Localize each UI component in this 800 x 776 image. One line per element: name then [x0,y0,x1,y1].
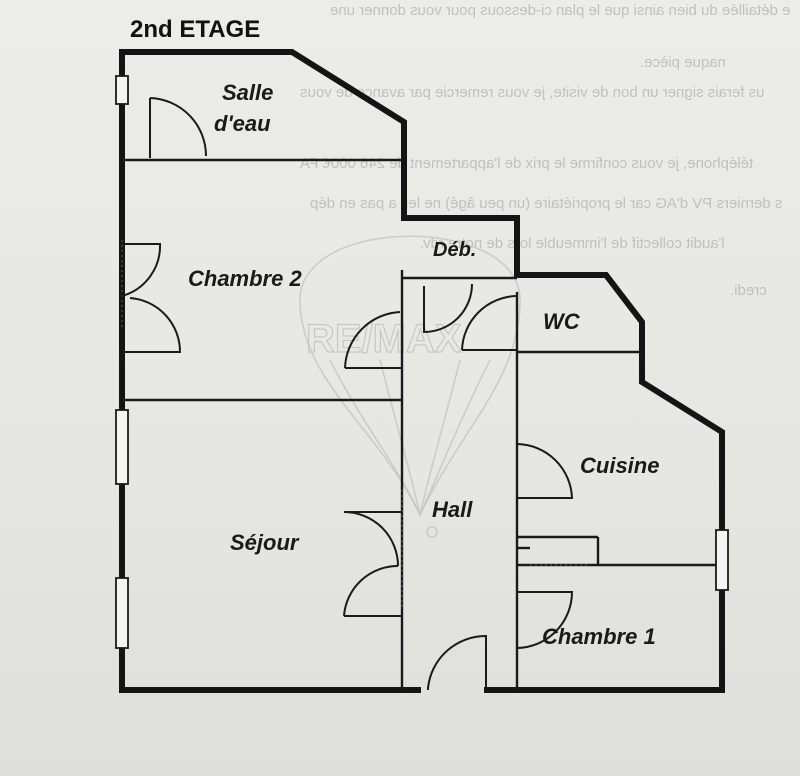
door-swing [121,243,162,297]
window [115,409,129,485]
door-swing [461,295,517,351]
window [115,75,129,105]
room-label-salle-deau: d'eau [214,111,271,136]
door-swing [122,297,182,353]
interior-partitions [121,158,722,690]
door-swing [423,283,473,334]
room-label-hall: Hall [432,497,473,522]
room-label-chambre-2: Chambre 2 [188,266,302,291]
plan-title: 2nd ETAGE [130,16,260,43]
door-swing [149,97,207,158]
watermark-text: RE/MAX [306,317,462,361]
room-label-chambre-1: Chambre 1 [542,624,656,649]
door-swing [516,591,574,649]
room-label-salle-deau: Salle [222,80,273,105]
door-swing [516,443,574,499]
room-label-sejour: Séjour [230,530,300,555]
door-swing [343,564,402,617]
room-label-cuisine: Cuisine [580,453,659,478]
room-labels: Salle d'eau Chambre 2 Déb. WC Cuisine Sé… [188,80,659,649]
room-label-deb: Déb. [433,239,476,261]
window [115,577,129,649]
door-swing [344,311,402,369]
exterior-walls [119,49,725,693]
door-swing [427,634,487,690]
doors [121,97,574,690]
door-swing [343,511,402,567]
watermark-balloon: RE/MAX [299,235,521,538]
windows [115,75,729,649]
window [715,529,729,591]
room-label-wc: WC [543,309,581,334]
